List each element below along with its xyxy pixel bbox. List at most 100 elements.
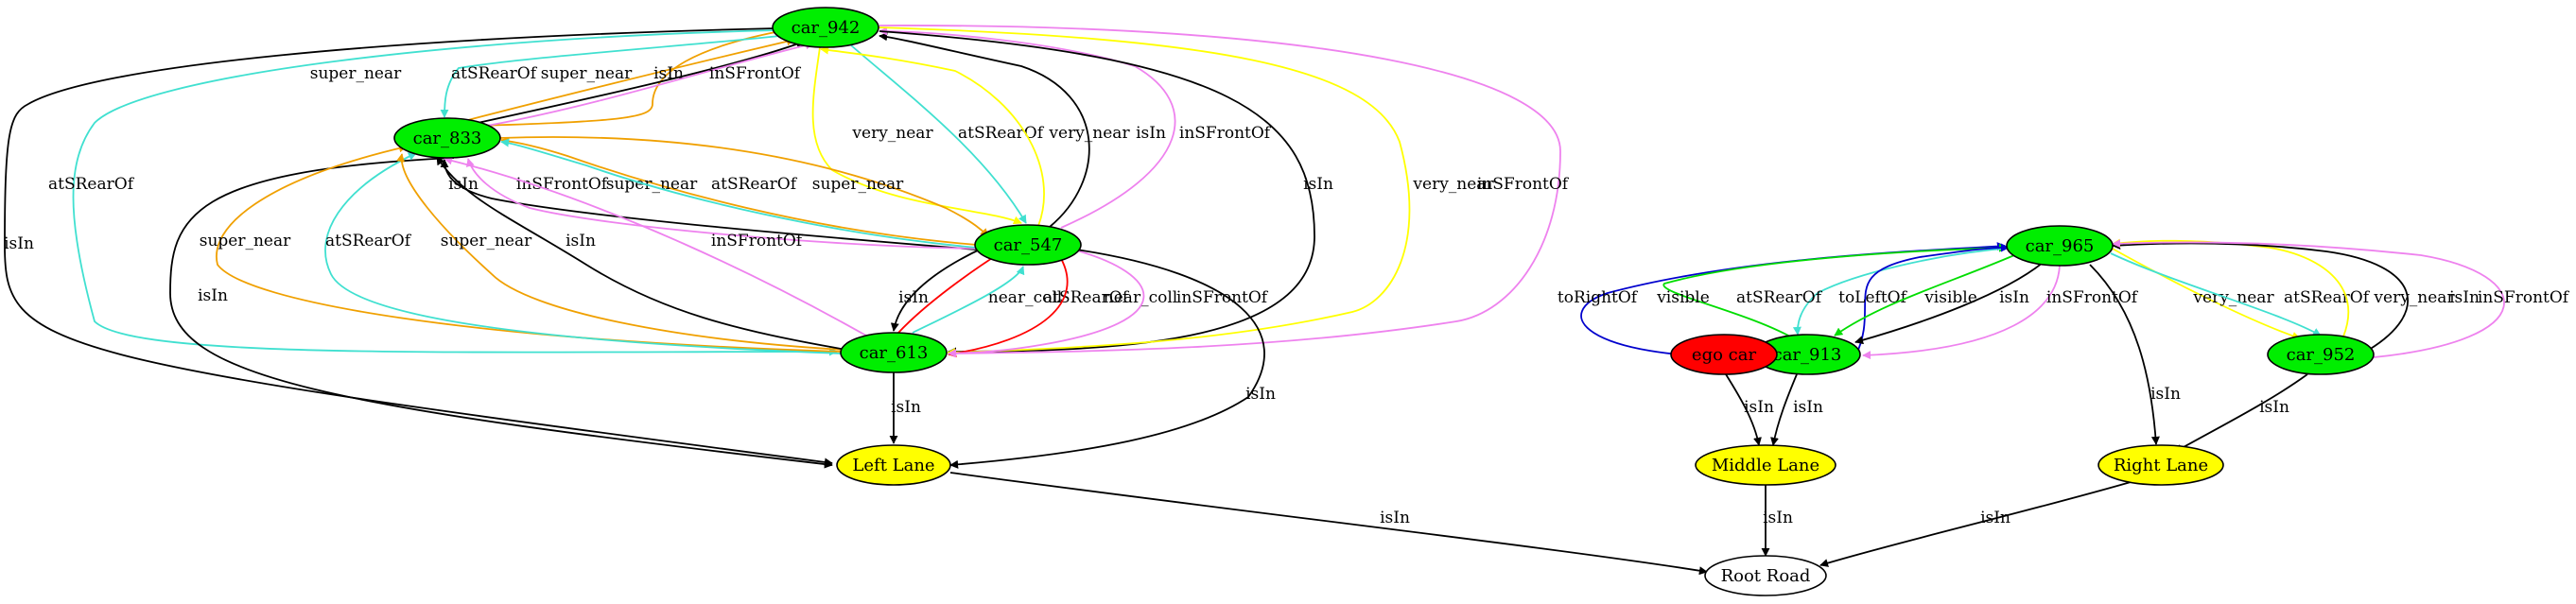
edge-line [2112, 239, 2505, 358]
node-shape[interactable] [2097, 444, 2224, 486]
node-shape[interactable] [974, 224, 1082, 266]
node-label: Left Lane [852, 456, 934, 475]
edge-car_965-inSFrontOf-car_913: inSFrontOf [1862, 265, 2139, 360]
edge-car_965-visible-car_913: visible [1834, 254, 2015, 337]
edge-line [879, 25, 1561, 358]
edge-car_547-atSRearOf-car_833: atSRearOf [500, 138, 978, 249]
edge-car_942-very_near-car_547: very_near [811, 46, 1022, 225]
node-car-833[interactable]: car_833 [393, 117, 501, 159]
node-shape[interactable] [2267, 334, 2375, 375]
edge-label: isIn [566, 232, 596, 250]
edge-label: toRightOf [1558, 288, 1639, 307]
edge-label: very_near [851, 124, 933, 143]
edge-label: inSFrontOf [1477, 175, 1570, 194]
edge-label: isIn [1793, 398, 1823, 417]
node-shape[interactable] [2006, 225, 2114, 267]
edge-label: isIn [4, 234, 34, 253]
edge-car_965-atSRearOf-car_913: atSRearOf [1736, 247, 2015, 336]
edge-line [2112, 238, 2350, 337]
edge-label: near_coll [1104, 288, 1177, 307]
node-label: Right Lane [2114, 456, 2208, 475]
edge-label: inSFrontOf [2046, 288, 2139, 307]
edge-line [1862, 265, 2061, 360]
edge-car_613-atSRearOf-car_547: atSRearOf [912, 266, 1130, 334]
node-right-lane[interactable]: Right Lane [2097, 444, 2224, 486]
edge-label: super_near [310, 64, 402, 83]
edge-label: very_near [1048, 124, 1130, 143]
node-label: car_942 [792, 18, 861, 38]
node-shape[interactable] [772, 7, 879, 48]
node-shape[interactable] [393, 117, 501, 159]
edge-label: inSFrontOf [711, 232, 804, 250]
edge-line [1854, 243, 2010, 357]
edge-label: inSFrontOf [1176, 288, 1269, 307]
edge-car_833-super_near-car_547: super_near [498, 136, 989, 237]
edge-label: isIn [1980, 509, 2010, 527]
edge-car_547-isIn-car_613: isIn [890, 247, 984, 332]
edge-label: isIn [653, 64, 684, 83]
edge-line [72, 29, 838, 356]
edge-label: toLeftOf [1838, 288, 1907, 307]
node-shape[interactable] [1704, 555, 1827, 596]
edge-car_942-atSRearOf-car_833: atSRearOf [440, 35, 781, 118]
edge-car_965-atSRearOf-car_952: atSRearOf [2110, 252, 2371, 337]
edge-label: isIn [1303, 175, 1333, 194]
edge-line [1792, 247, 2015, 336]
edge-label: isIn [1136, 124, 1166, 143]
edge-label: atSRearOf [711, 175, 798, 194]
edge-car_547-isIn-car_833: isIn [440, 159, 977, 250]
edge-line [879, 32, 1090, 228]
node-shape[interactable] [840, 332, 948, 373]
edge-line [4, 27, 833, 467]
edge-label: super_near [606, 175, 698, 194]
node-label: car_833 [413, 129, 482, 148]
edge-car_965-isIn-right_lane: isIn [2089, 264, 2181, 445]
edge-line [949, 249, 1265, 469]
node-car-613[interactable]: car_613 [840, 332, 948, 373]
edge-label: isIn [1744, 398, 1774, 417]
edge-line [401, 31, 776, 132]
edge-line [890, 247, 984, 332]
edge-right_lane-isIn-root_road: isIn [1819, 479, 2138, 567]
node-car-952[interactable]: car_952 [2267, 334, 2375, 375]
node-shape[interactable] [836, 444, 951, 486]
edge-line [2110, 247, 2301, 340]
node-car-942[interactable]: car_942 [772, 7, 879, 48]
edge-label: very_near [2373, 288, 2455, 307]
node-car-547[interactable]: car_547 [974, 224, 1082, 266]
edge-line [467, 37, 795, 121]
node-shape[interactable] [1670, 334, 1778, 375]
edge-car_613-super_near-car_833: super_near [396, 153, 844, 351]
edge-car_952-isIn-car_965: isIn [2112, 241, 2480, 351]
node-car-965[interactable]: car_965 [2006, 225, 2114, 267]
edge-label: atSRearOf [958, 124, 1045, 143]
edge-label: isIn [2259, 398, 2289, 417]
edge-label: atSRearOf [48, 175, 135, 194]
edge-car_833-isIn-left_lane: isIn [169, 157, 833, 469]
edge-line [948, 249, 1145, 358]
node-shape[interactable] [1695, 444, 1836, 486]
node-middle-lane[interactable]: Middle Lane [1695, 444, 1836, 486]
edge-line [879, 30, 1315, 356]
edge-label: very_near [2192, 288, 2274, 307]
edge-line [440, 159, 977, 250]
edge-label: atSRearOf [2284, 288, 2371, 307]
edge-line [912, 266, 1025, 334]
edge-line [436, 156, 847, 351]
edge-ego_car-isIn-middle_lane: isIn [1725, 373, 1774, 446]
node-label: car_952 [2287, 345, 2356, 365]
edge-car_613-atSRearOf-car_833: atSRearOf [324, 152, 843, 354]
edge-label: isIn [1999, 288, 2029, 307]
edge-car_833-super_near-car_942: super_near [467, 37, 795, 121]
edge-car_942-super_near-car_833: super_near [310, 31, 776, 132]
node-ego-car[interactable]: ego car [1670, 334, 1778, 375]
edge-label: super_near [441, 232, 532, 250]
edge-line [820, 45, 1045, 227]
edge-line [1819, 479, 2138, 567]
edge-car_965-isIn-car_913: isIn [1854, 262, 2044, 345]
node-label: Middle Lane [1712, 456, 1819, 475]
node-root-road[interactable]: Root Road [1704, 555, 1827, 596]
node-left-lane[interactable]: Left Lane [836, 444, 951, 486]
edge-car_547-inSFrontOf-car_833: inSFrontOf [465, 158, 977, 250]
